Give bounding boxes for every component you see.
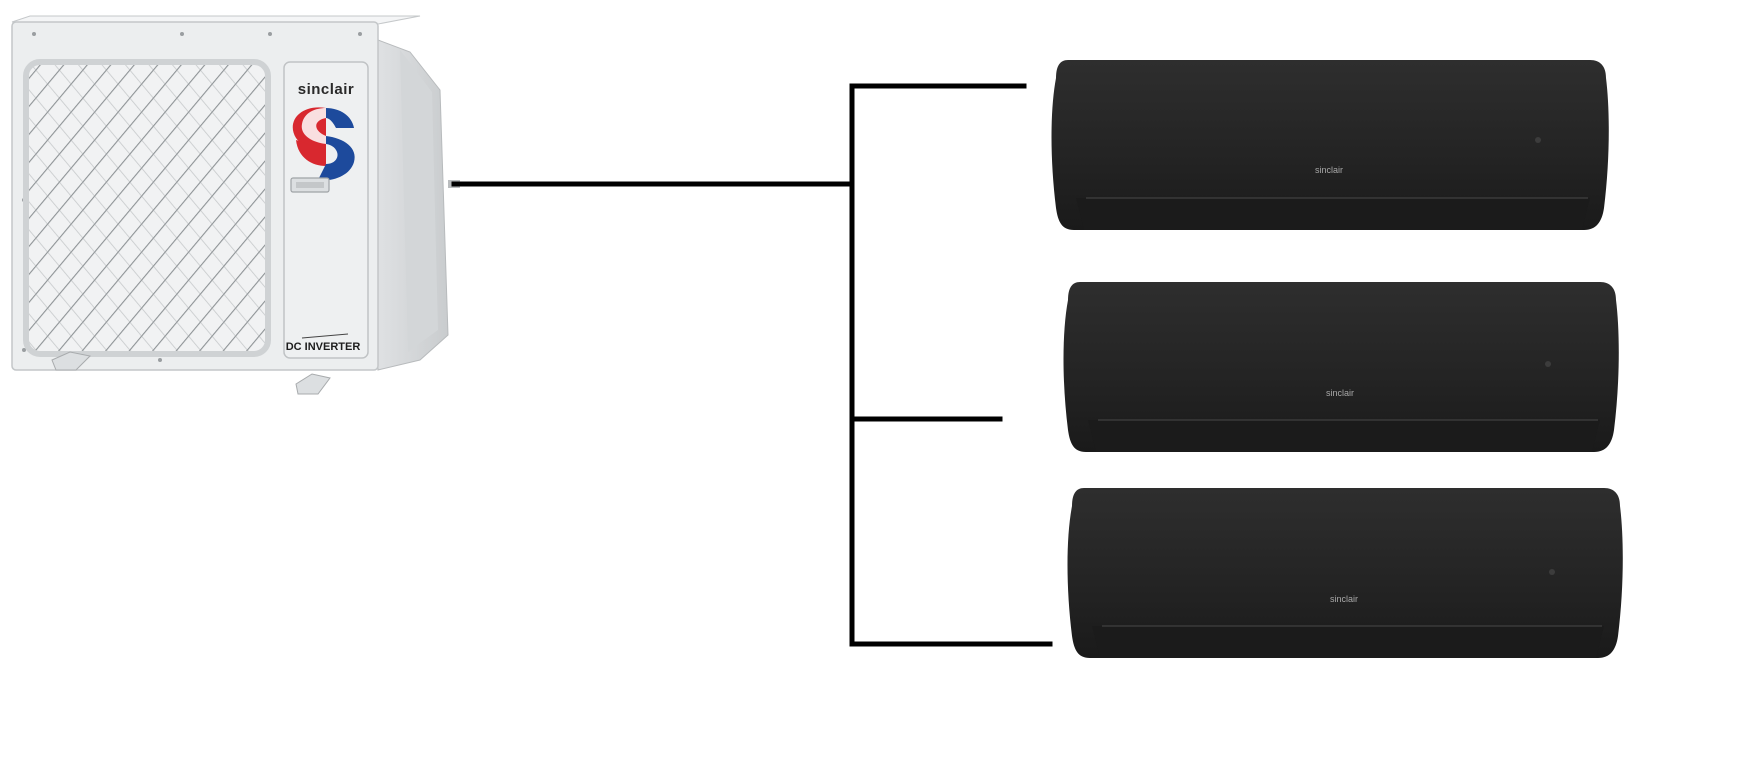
indoor-unit-3: sinclair <box>1067 488 1623 658</box>
sinclair-logo-icon <box>292 107 355 181</box>
dc-inverter-badge: DC INVERTER <box>286 341 361 353</box>
indoor-unit-2: sinclair <box>1063 282 1619 452</box>
indoor-unit-2-brand: sinclair <box>1326 388 1354 398</box>
outdoor-brand-text: sinclair <box>298 81 355 98</box>
indoor-unit-1: sinclair <box>1051 60 1609 230</box>
outdoor-unit: sinclair DC INVERTER <box>11 15 460 395</box>
indoor-unit-3-brand: sinclair <box>1330 594 1358 604</box>
refrigerant-piping <box>451 83 1053 647</box>
fan-grille <box>23 59 271 357</box>
indoor-unit-1-brand: sinclair <box>1315 165 1343 175</box>
